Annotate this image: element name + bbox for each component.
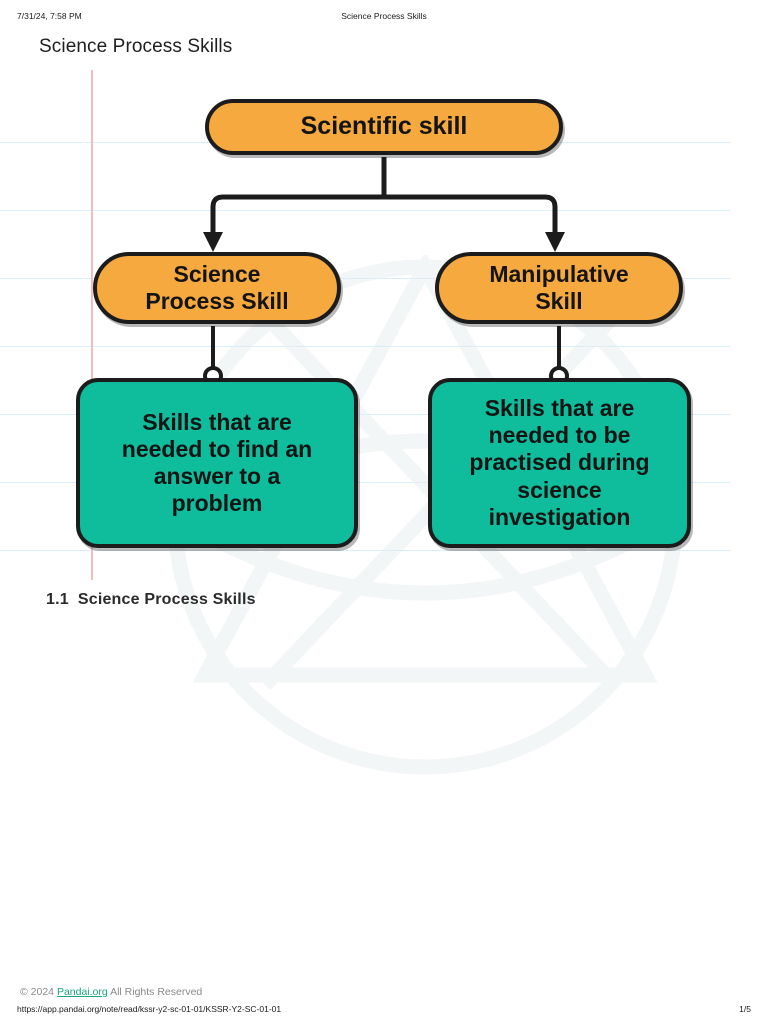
flow-detail-science-process-skill: Skills that are needed to find an answer… — [76, 378, 358, 548]
print-footer: https://app.pandai.org/note/read/kssr-y2… — [0, 1004, 768, 1016]
margin-line — [91, 70, 93, 580]
flow-detail-manipulative-skill-text: Skills that are needed to be practised d… — [469, 395, 650, 530]
copyright-prefix: © 2024 — [20, 986, 57, 998]
brand-link[interactable]: Pandai.org — [56, 986, 108, 998]
flowchart: Scientific skill Science Process Skill M… — [76, 99, 691, 548]
print-footer-url: https://app.pandai.org/note/read/kssr-y2… — [17, 1004, 282, 1014]
print-date: 7/31/24, 7:58 PM — [17, 11, 82, 21]
flow-node-root: Scientific skill — [205, 99, 563, 155]
section-number: 1.1 — [46, 591, 69, 608]
flow-detail-manipulative-skill: Skills that are needed to be practised d… — [428, 378, 691, 548]
copyright-suffix: All Rights Reserved — [107, 986, 203, 998]
section-heading: 1.1 Science Process Skills — [46, 591, 256, 609]
page-title: Science Process Skills — [39, 36, 233, 57]
flow-node-science-process-skill-label: Science Process Skill — [145, 260, 289, 314]
flow-node-science-process-skill: Science Process Skill — [93, 252, 341, 324]
print-header: 7/31/24, 7:58 PM Science Process Skills — [0, 11, 768, 23]
flow-node-manipulative-skill: Manipulative Skill — [435, 252, 683, 324]
section-heading-text: Science Process Skills — [77, 591, 256, 608]
flow-node-root-label: Scientific skill — [300, 112, 468, 141]
print-header-title: Science Process Skills — [341, 11, 427, 21]
arrowhead-left — [203, 232, 223, 252]
flow-node-manipulative-skill-label: Manipulative Skill — [489, 260, 629, 314]
copyright-notice: © 2024 Pandai.org All Rights Reserved — [20, 986, 202, 998]
flow-detail-science-process-skill-text: Skills that are needed to find an answer… — [121, 408, 313, 517]
print-footer-page-number: 1/5 — [739, 1004, 751, 1014]
arrowhead-right — [545, 232, 565, 252]
connector-bus — [210, 194, 558, 239]
